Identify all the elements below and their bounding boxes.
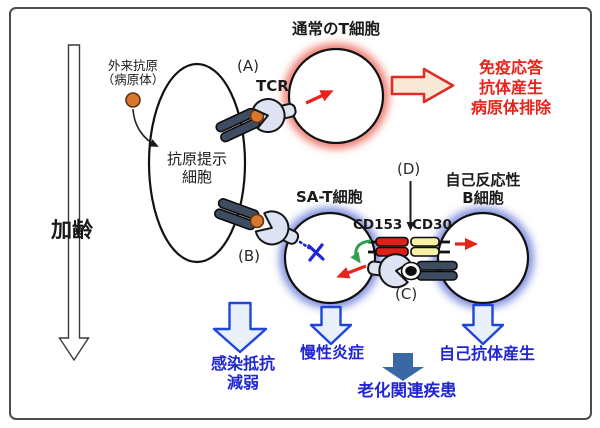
- self-antigen-dot: [405, 266, 417, 276]
- aging-label: 加齢: [51, 218, 93, 242]
- outcome-block-arrow: [390, 67, 455, 104]
- activation-arrow-sat: [336, 264, 367, 279]
- cd30-label: CD30: [412, 217, 452, 233]
- marker-c-label: (C): [395, 285, 418, 303]
- apc-label: 抗原提示 細胞: [166, 150, 227, 186]
- b-cell: [436, 211, 530, 305]
- green-signal-arrow: [350, 239, 372, 264]
- marker-d-label: (D): [397, 160, 421, 178]
- cd153-label: CD153: [353, 217, 403, 233]
- sat-cell-label: SA-T細胞: [296, 188, 363, 206]
- down-arrow-inflammation: [309, 305, 353, 346]
- down-arrow-autoantibody: [461, 303, 505, 346]
- chronic-inflammation-outcome: 慢性炎症: [299, 343, 364, 362]
- mhc-c-bars-icon: [416, 260, 458, 281]
- tcr-label: TCR: [256, 77, 289, 95]
- foreign-antigen-label: 外来抗原 （病原体）: [101, 58, 165, 88]
- blocked-signal-dots: [298, 240, 311, 250]
- cd30-bars-icon: [410, 236, 440, 257]
- immune-response-outcome: 免疫応答 抗体産生 病原体排除: [470, 58, 551, 117]
- normal-t-cell: [287, 47, 385, 145]
- aging-disease-outcome: 老化関連疾患: [357, 381, 457, 400]
- cd153-bars-icon: [375, 236, 409, 257]
- infection-resistance-outcome: 感染抵抗 減弱: [210, 354, 275, 393]
- antigen-uptake-arrow: [132, 108, 159, 147]
- marker-b-label: (B): [238, 247, 260, 265]
- cd30-stems: [439, 240, 450, 254]
- autoantibody-outcome: 自己抗体産生: [438, 344, 535, 363]
- autoreactive-b-label: 自己反応性 B細胞: [445, 171, 521, 207]
- down-arrows: [212, 301, 505, 354]
- sat-cell: [283, 211, 377, 305]
- inhibited-signal-x-icon: [307, 243, 325, 262]
- marker-a-label: (A): [237, 57, 259, 75]
- foreign-antigen-dot: [125, 92, 141, 108]
- aging-arrow: [58, 44, 90, 362]
- normal-t-cell-title: 通常のT細胞: [291, 20, 381, 38]
- down-arrow-infection: [212, 301, 268, 354]
- antigen-b-dot: [249, 213, 265, 229]
- solid-arrow-disease: [382, 353, 424, 381]
- activation-arrow-tcell: [305, 90, 334, 105]
- frame-border: [9, 7, 592, 420]
